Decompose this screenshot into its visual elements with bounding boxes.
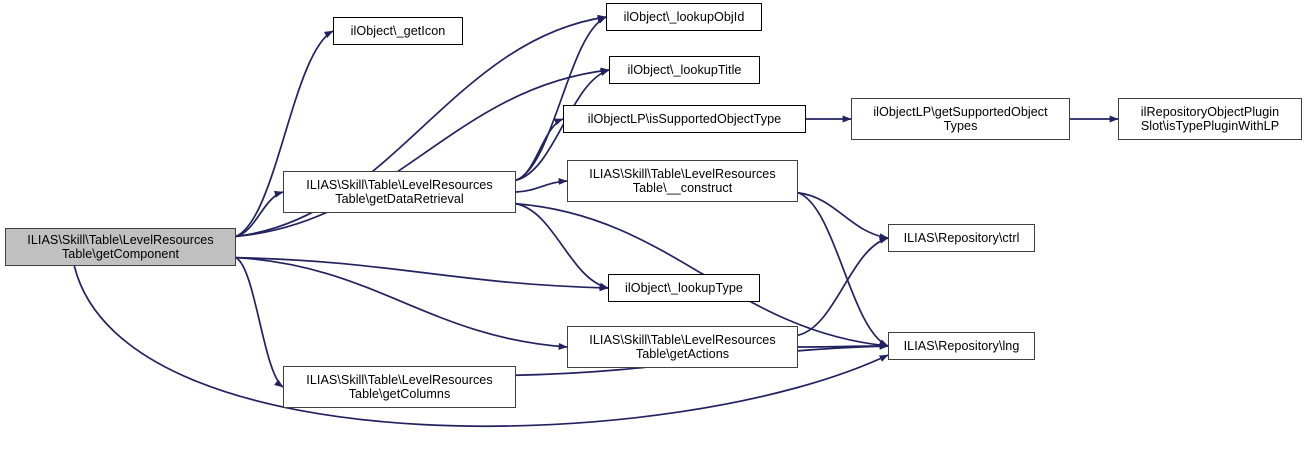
graph-edge-getComponent-to-getDataRetrieval [235, 190, 284, 238]
graph-node-getComponent[interactable]: ILIAS\Skill\Table\LevelResources Table\g… [5, 228, 236, 266]
graph-node-lookupType[interactable]: ilObject\_lookupType [608, 274, 760, 302]
graph-node-getDataRetrieval[interactable]: ILIAS\Skill\Table\LevelResources Table\g… [283, 171, 516, 213]
graph-node-construct[interactable]: ILIAS\Skill\Table\LevelResources Table\_… [567, 160, 798, 202]
graph-edge-getDataRetrieval-to-construct [515, 177, 568, 193]
graph-edge-getComponent-to-getColumns [235, 256, 284, 388]
graph-edge-construct-to-ctrl [797, 191, 889, 241]
graph-node-getColumns[interactable]: ILIAS\Skill\Table\LevelResources Table\g… [283, 366, 516, 408]
graph-node-isTypePluginWithLP[interactable]: ilRepositoryObjectPlugin Slot\isTypePlug… [1118, 98, 1302, 140]
graph-edge-getComponent-to-getActions [235, 256, 568, 350]
graph-edge-construct-to-lng [797, 191, 889, 347]
graph-node-getSupportedObjectTypes[interactable]: ilObjectLP\getSupportedObject Types [851, 98, 1070, 140]
graph-node-getIcon[interactable]: ilObject\_getIcon [333, 17, 463, 45]
graph-edge-getDataRetrieval-to-isSupportedObjectType [515, 118, 564, 182]
graph-node-lookupObjId[interactable]: ilObject\_lookupObjId [606, 3, 762, 31]
graph-node-isSupportedObjectType[interactable]: ilObjectLP\isSupportedObjectType [563, 105, 806, 133]
graph-edge-getDataRetrieval-to-lookupObjId [515, 16, 607, 182]
graph-edge-getActions-to-lng [797, 342, 889, 350]
graph-node-getActions[interactable]: ILIAS\Skill\Table\LevelResources Table\g… [567, 326, 798, 368]
graph-node-ctrl[interactable]: ILIAS\Repository\ctrl [888, 224, 1035, 252]
graph-edge-getDataRetrieval-to-lookupType [515, 202, 609, 290]
graph-edge-getComponent-to-lookupType [235, 256, 609, 292]
graph-node-lookupTitle[interactable]: ilObject\_lookupTitle [609, 56, 760, 84]
graph-edge-getActions-to-ctrl [797, 236, 889, 337]
graph-node-lng[interactable]: ILIAS\Repository\lng [888, 332, 1035, 360]
